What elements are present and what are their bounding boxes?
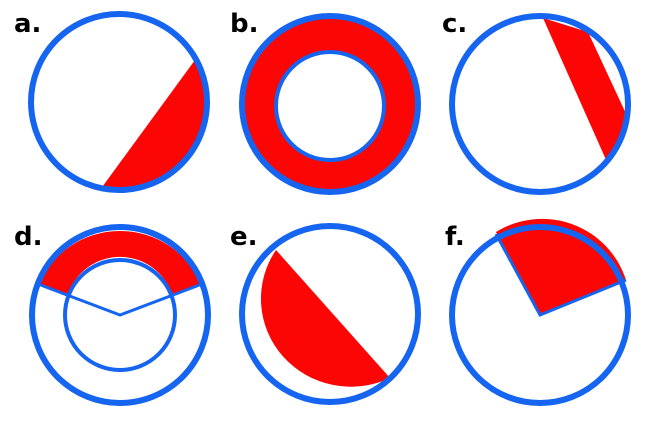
outer-circle [449, 13, 631, 195]
panel-label-a: a. [14, 9, 41, 39]
panel-label-e: e. [230, 222, 258, 252]
outer-circle [28, 11, 210, 193]
red-annulus [244, 18, 416, 190]
sector-radii [494, 233, 627, 317]
panel-label-d: d. [14, 222, 43, 252]
red-annular-sector [40, 231, 200, 294]
red-circular-segment [100, 60, 207, 193]
panel-d: d. [14, 222, 211, 406]
sector-radii [37, 282, 203, 317]
panel-b: b. [230, 9, 421, 195]
inner-circle [274, 50, 386, 162]
red-chord-band [543, 18, 628, 162]
panel-f: f. [445, 218, 631, 406]
panel-e: e. [230, 222, 421, 405]
panel-a: a. [14, 9, 210, 193]
outer-circle [29, 224, 211, 406]
panel-label-b: b. [230, 9, 259, 39]
outer-circle [239, 13, 421, 195]
inner-circle [63, 258, 177, 372]
panel-label-f: f. [445, 222, 465, 252]
outer-circle [239, 223, 421, 405]
panel-label-c: c. [442, 9, 467, 39]
red-circular-segment [260, 250, 390, 387]
panel-c: c. [442, 9, 631, 195]
outer-circle [449, 224, 631, 406]
